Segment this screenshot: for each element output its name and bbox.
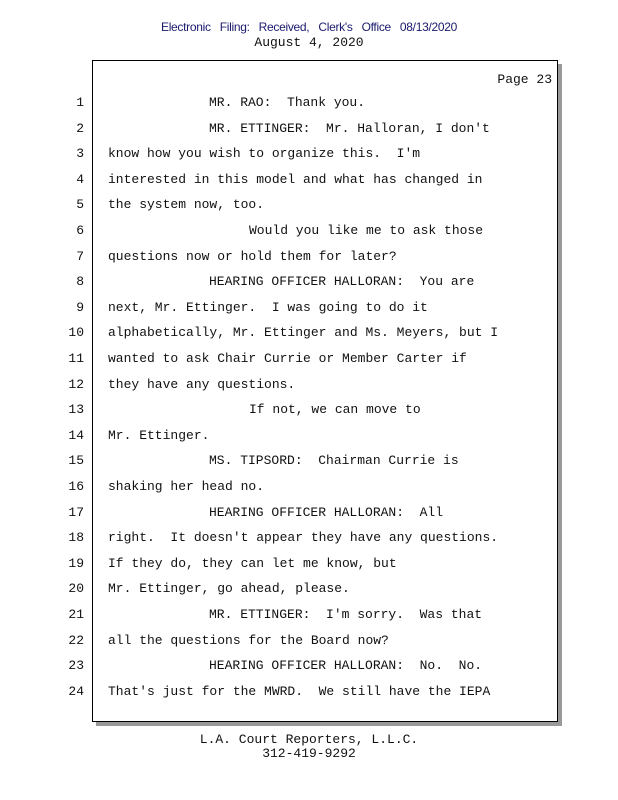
line-number: 8 xyxy=(76,274,84,290)
line-text: next, Mr. Ettinger. I was going to do it xyxy=(108,299,428,315)
reporter-phone: 312-419-9292 xyxy=(262,746,356,761)
line-text: Would you like me to ask those xyxy=(249,223,484,238)
line-number: 21 xyxy=(68,607,84,622)
line-text: questions now or hold them for later? xyxy=(108,248,397,264)
hearing-date: August 4, 2020 xyxy=(254,35,364,50)
footer: L.A. Court Reporters, L.L.C. 312-419-929… xyxy=(0,733,618,761)
line-text: HEARING OFFICER HALLORAN: No. No. xyxy=(209,658,483,674)
line-number: 6 xyxy=(76,223,84,238)
reporter-company: L.A. Court Reporters, L.L.C. xyxy=(199,732,419,747)
line-number: 10 xyxy=(68,325,84,341)
line-number: 14 xyxy=(68,427,84,443)
line-text: they have any questions. xyxy=(108,376,296,392)
line-number: 7 xyxy=(76,248,84,264)
line-text: Mr. Ettinger, go ahead, please. xyxy=(108,581,350,597)
line-text: If not, we can move to xyxy=(249,402,421,418)
line-number: 20 xyxy=(68,581,84,597)
line-text: wanted to ask Chair Currie or Member Car… xyxy=(108,351,467,366)
line-number: 17 xyxy=(68,504,84,520)
line-text: HEARING OFFICER HALLORAN: All xyxy=(209,504,444,520)
line-number: 12 xyxy=(68,376,84,392)
transcript-page xyxy=(92,60,558,722)
filing-stamp: Electronic Filing: Received, Clerk's Off… xyxy=(160,20,457,34)
line-text: all the questions for the Board now? xyxy=(108,632,389,648)
line-text: the system now, too. xyxy=(108,197,265,213)
line-number: 1 xyxy=(76,95,84,110)
line-number: 5 xyxy=(76,197,84,213)
page-number: Page 23 xyxy=(497,72,552,87)
line-text: MR. ETTINGER: Mr. Halloran, I don't xyxy=(209,120,490,136)
line-number: 18 xyxy=(68,530,84,546)
line-number: 15 xyxy=(68,453,84,469)
line-number: 16 xyxy=(68,479,84,494)
line-text: shaking her head no. xyxy=(108,479,265,494)
line-number: 9 xyxy=(76,299,84,315)
line-text: alphabetically, Mr. Ettinger and Ms. Mey… xyxy=(108,325,499,341)
line-text: Mr. Ettinger. xyxy=(108,427,210,443)
line-number: 13 xyxy=(68,402,84,418)
line-text: interested in this model and what has ch… xyxy=(108,171,483,187)
line-text: HEARING OFFICER HALLORAN: You are xyxy=(209,274,475,290)
line-text: know how you wish to organize this. I'm xyxy=(108,146,421,162)
line-text: That's just for the MWRD. We still have … xyxy=(108,683,491,699)
line-text: If they do, they can let me know, but xyxy=(108,555,397,571)
line-number: 11 xyxy=(68,351,84,366)
line-number: 2 xyxy=(76,120,84,136)
line-text: MS. TIPSORD: Chairman Currie is xyxy=(209,453,459,469)
line-text: right. It doesn't appear they have any q… xyxy=(108,530,499,546)
line-number: 22 xyxy=(68,632,84,648)
line-text: MR. ETTINGER: I'm sorry. Was that xyxy=(209,607,483,622)
line-number: 4 xyxy=(76,171,84,187)
line-text: MR. RAO: Thank you. xyxy=(209,95,366,110)
line-number: 3 xyxy=(76,146,84,162)
line-number: 23 xyxy=(68,658,84,674)
line-number: 19 xyxy=(68,555,84,571)
line-number: 24 xyxy=(68,683,84,699)
